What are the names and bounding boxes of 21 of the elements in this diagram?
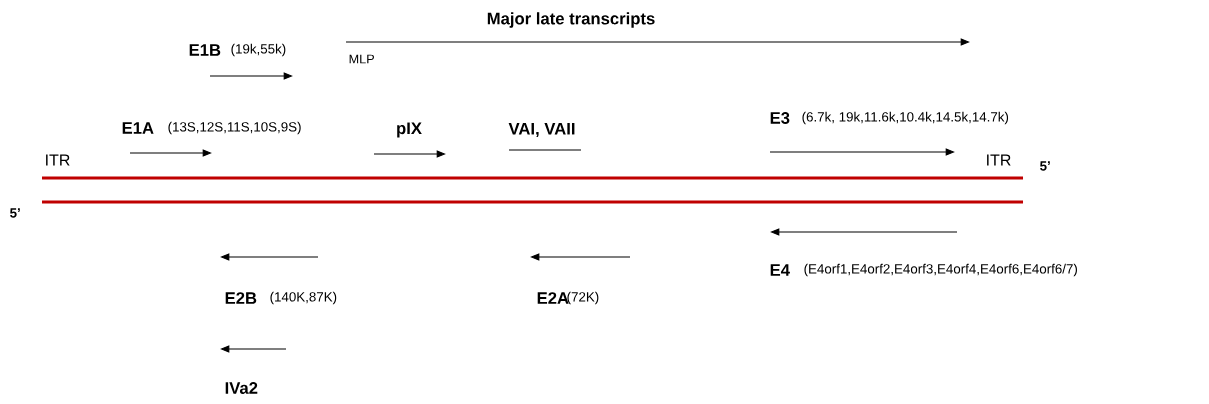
gene-label: E4 [770, 264, 790, 276]
gene-label: pIX [397, 122, 422, 138]
protein-label: (E4orf1,E4orf2,E4orf3,E4orf4,E4orf6,E4orf6/7) [804, 263, 1077, 277]
promoter-label: MLP [349, 54, 374, 64]
gene-label: VAI, VAII [508, 123, 575, 137]
gene-label: E2B [225, 292, 257, 304]
gene-label: E1B [189, 44, 221, 56]
gene-label: E2A [537, 292, 569, 304]
protein-label: (6.7k, 19k,11.6k,10.4k,14.5k,14.7k) [802, 111, 1009, 125]
gene-label: E1A [122, 122, 154, 134]
protein-label: (72K) [567, 291, 599, 305]
protein-label: (140K,87K) [270, 291, 337, 305]
end-label: ITR [987, 154, 1011, 166]
gene-label: E3 [770, 112, 790, 124]
protein-label: (19k,55k) [231, 43, 286, 57]
gene-label: IVa2 [225, 382, 258, 394]
strand-end-label: 5’ [1040, 161, 1050, 171]
strand-end-label: 5’ [10, 208, 20, 218]
protein-label: (13S,12S,11S,10S,9S) [168, 121, 301, 135]
heading-label: Major late transcripts [487, 12, 655, 28]
end-label: ITR [46, 154, 70, 166]
